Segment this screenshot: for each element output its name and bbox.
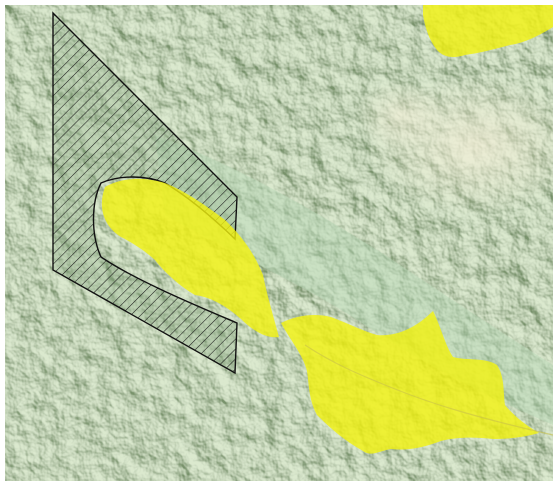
- valley-lowland: [155, 135, 553, 425]
- highland-ridge: [355, 80, 445, 150]
- stream-line: [304, 344, 553, 436]
- map-canvas[interactable]: [5, 5, 553, 481]
- highlight-zone-central[interactable]: [101, 178, 279, 338]
- highlight-zone-north[interactable]: [423, 5, 553, 58]
- highlight-zone-southeast[interactable]: [281, 311, 539, 454]
- map-viewport[interactable]: [5, 5, 553, 481]
